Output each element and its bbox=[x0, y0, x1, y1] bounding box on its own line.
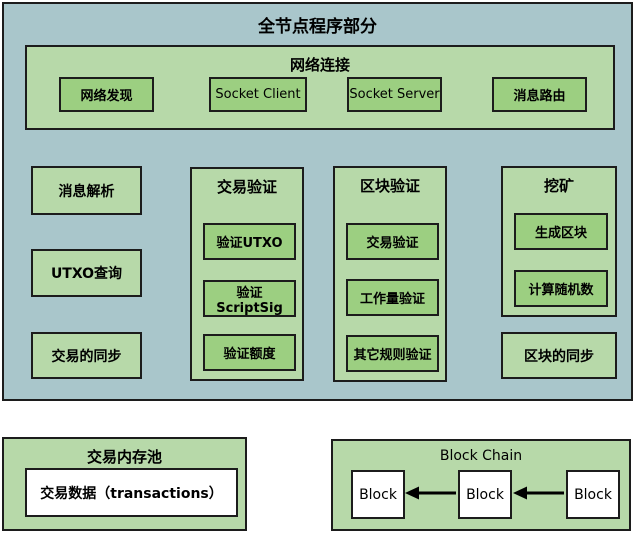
full-node-title: 全节点程序部分 bbox=[258, 17, 377, 37]
transaction-verification-section: 交易验证 验证UTXO 验证ScriptSig 验证额度 bbox=[190, 167, 304, 381]
blockchain-title: Block Chain bbox=[439, 448, 523, 464]
transaction-sync-box: 交易的同步 bbox=[31, 332, 142, 379]
arrow-left-icon bbox=[405, 486, 456, 500]
verify-utxo-box: 验证UTXO bbox=[203, 223, 296, 260]
block-box: Block bbox=[351, 470, 405, 519]
block-verification-section: 区块验证 交易验证 工作量验证 其它规则验证 bbox=[333, 166, 447, 382]
transaction-verification-title: 交易验证 bbox=[216, 178, 277, 196]
verify-scriptsig-box: 验证ScriptSig bbox=[203, 280, 296, 317]
mining-section: 挖矿 生成区块 计算随机数 bbox=[501, 166, 617, 317]
transactions-data-box: 交易数据（transactions） bbox=[25, 468, 238, 517]
verify-amount-box: 验证额度 bbox=[203, 334, 296, 371]
generate-block-box: 生成区块 bbox=[514, 213, 608, 250]
full-node-panel: 全节点程序部分 网络连接 网络发现 Socket Client Socket S… bbox=[2, 2, 633, 401]
mempool-title: 交易内存池 bbox=[86, 448, 162, 466]
blockchain-section: Block Chain Block Block Block bbox=[331, 439, 631, 531]
network-connection-title: 网络连接 bbox=[289, 56, 350, 74]
block-sync-box: 区块的同步 bbox=[501, 332, 617, 379]
pow-verify-box: 工作量验证 bbox=[346, 279, 439, 316]
mining-title: 挖矿 bbox=[543, 177, 574, 195]
block-box: Block bbox=[458, 470, 512, 519]
other-rules-verify-box: 其它规则验证 bbox=[346, 335, 439, 372]
utxo-query-box: UTXO查询 bbox=[31, 249, 142, 297]
mempool-section: 交易内存池 交易数据（transactions） bbox=[2, 437, 247, 531]
tx-verify-box: 交易验证 bbox=[346, 223, 439, 260]
socket-server-box: Socket Server bbox=[347, 77, 442, 112]
message-routing-box: 消息路由 bbox=[492, 77, 587, 112]
block-verification-title: 区块验证 bbox=[359, 177, 420, 195]
message-parsing-box: 消息解析 bbox=[31, 166, 142, 215]
block-box: Block bbox=[566, 470, 620, 519]
network-discovery-box: 网络发现 bbox=[59, 77, 154, 112]
socket-client-box: Socket Client bbox=[209, 77, 307, 112]
network-connection-section: 网络连接 网络发现 Socket Client Socket Server 消息… bbox=[25, 45, 615, 130]
compute-nonce-box: 计算随机数 bbox=[514, 270, 608, 307]
arrow-left-icon bbox=[513, 486, 564, 500]
